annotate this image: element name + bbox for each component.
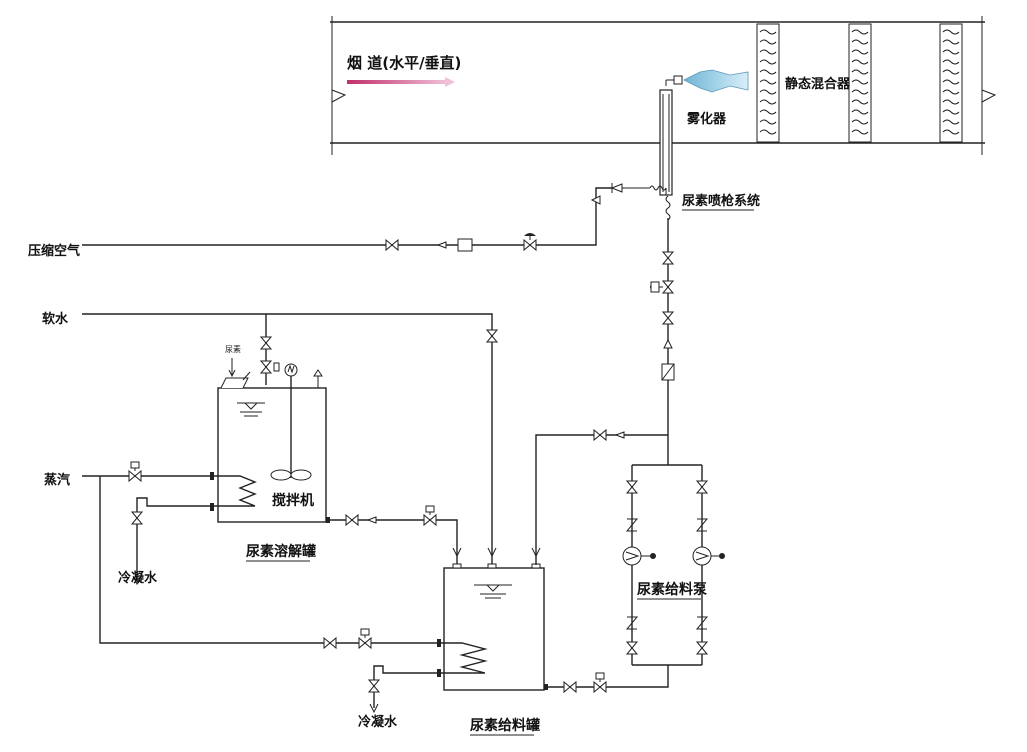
soft-water-label: 软水: [42, 311, 69, 327]
condensate-2-label: 冷凝水: [358, 714, 398, 730]
mixer-element-3: [939, 23, 963, 143]
urea-lance: [659, 75, 683, 196]
urea-inlet-label: 尿素: [225, 344, 241, 354]
dissolve-tank-label: 尿素溶解罐: [246, 543, 316, 560]
flue-label: 烟 道(水平/垂直): [347, 54, 461, 72]
pump-skid: [622, 435, 725, 668]
compressed-air-label: 压缩空气: [28, 243, 80, 259]
urea-feed-tank: [437, 563, 545, 691]
soft-water-line: [82, 313, 498, 565]
mixer-element-2: [848, 23, 872, 143]
agitator-label: 搅拌机: [272, 492, 314, 509]
steam-line: [82, 461, 440, 649]
condensate-1-label: 冷凝水: [118, 570, 158, 586]
steam-label: 蒸汽: [44, 472, 70, 488]
lance-system-label: 尿素喷枪系统: [682, 193, 760, 209]
static-mixer-elements: [756, 23, 963, 143]
urea-dissolve-tank: [210, 358, 327, 523]
mixer-element-1: [756, 23, 780, 143]
urea-riser-line: [650, 195, 675, 435]
feed-pump-label: 尿素给料泵: [637, 581, 707, 598]
compressed-air-line: [82, 183, 667, 252]
flue-duct: [330, 16, 997, 155]
atomizer-nozzle-spray: [683, 69, 749, 93]
flue-flow-arrow: [347, 77, 455, 87]
dissolve-to-feed-line: [326, 505, 462, 565]
static-mixer-label: 静态混合器: [785, 76, 851, 92]
feed-tank-label: 尿素给料罐: [470, 717, 540, 734]
recirculation-line: [531, 429, 668, 565]
feed-tank-condensate-line: [368, 665, 440, 714]
atomizer-label: 雾化器: [686, 111, 727, 127]
feed-tank-outlet-line: [544, 668, 669, 693]
